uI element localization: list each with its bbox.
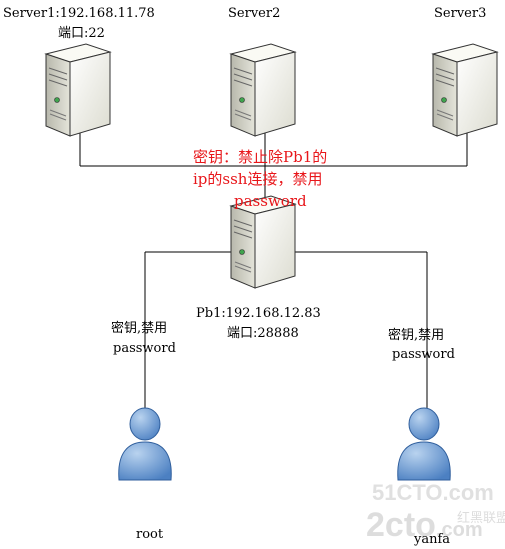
left-link-note-line1: 密钥,禁用 [111, 320, 167, 336]
center-note-line1: 密钥：禁止除Pb1的 [193, 148, 327, 166]
jump-host-port: 端口:28888 [227, 326, 299, 341]
right-link-note-line2: password [392, 347, 455, 362]
user-yanfa-icon [397, 407, 451, 481]
server1-label: Server1:192.168.11.78 [3, 6, 155, 21]
watermark-logo-suffix: .com [436, 519, 483, 541]
server1-icon [45, 43, 111, 137]
server2-icon [230, 43, 296, 137]
watermark: 51CTO.com 2cto .com 红黑联盟 [366, 480, 505, 544]
jump-host-ip: Pb1:192.168.12.83 [196, 306, 321, 321]
user-root-icon [118, 407, 172, 481]
center-note-line3: password [234, 192, 307, 210]
watermark-logo: 2cto [366, 506, 436, 544]
left-link-note-line2: password [113, 341, 176, 356]
user-root-label: root [136, 527, 164, 542]
watermark-cn: 红黑联盟 [457, 510, 505, 526]
server1-port: 端口:22 [58, 26, 105, 41]
watermark-top: 51CTO.com [372, 480, 494, 505]
server3-label: Server3 [434, 6, 486, 21]
user-yanfa-label: yanfa [413, 532, 450, 547]
server2-label: Server2 [228, 6, 280, 21]
server3-icon [432, 43, 498, 137]
right-link-note-line1: 密钥,禁用 [388, 327, 444, 343]
center-note-line2: ip的ssh连接，禁用 [193, 170, 322, 188]
